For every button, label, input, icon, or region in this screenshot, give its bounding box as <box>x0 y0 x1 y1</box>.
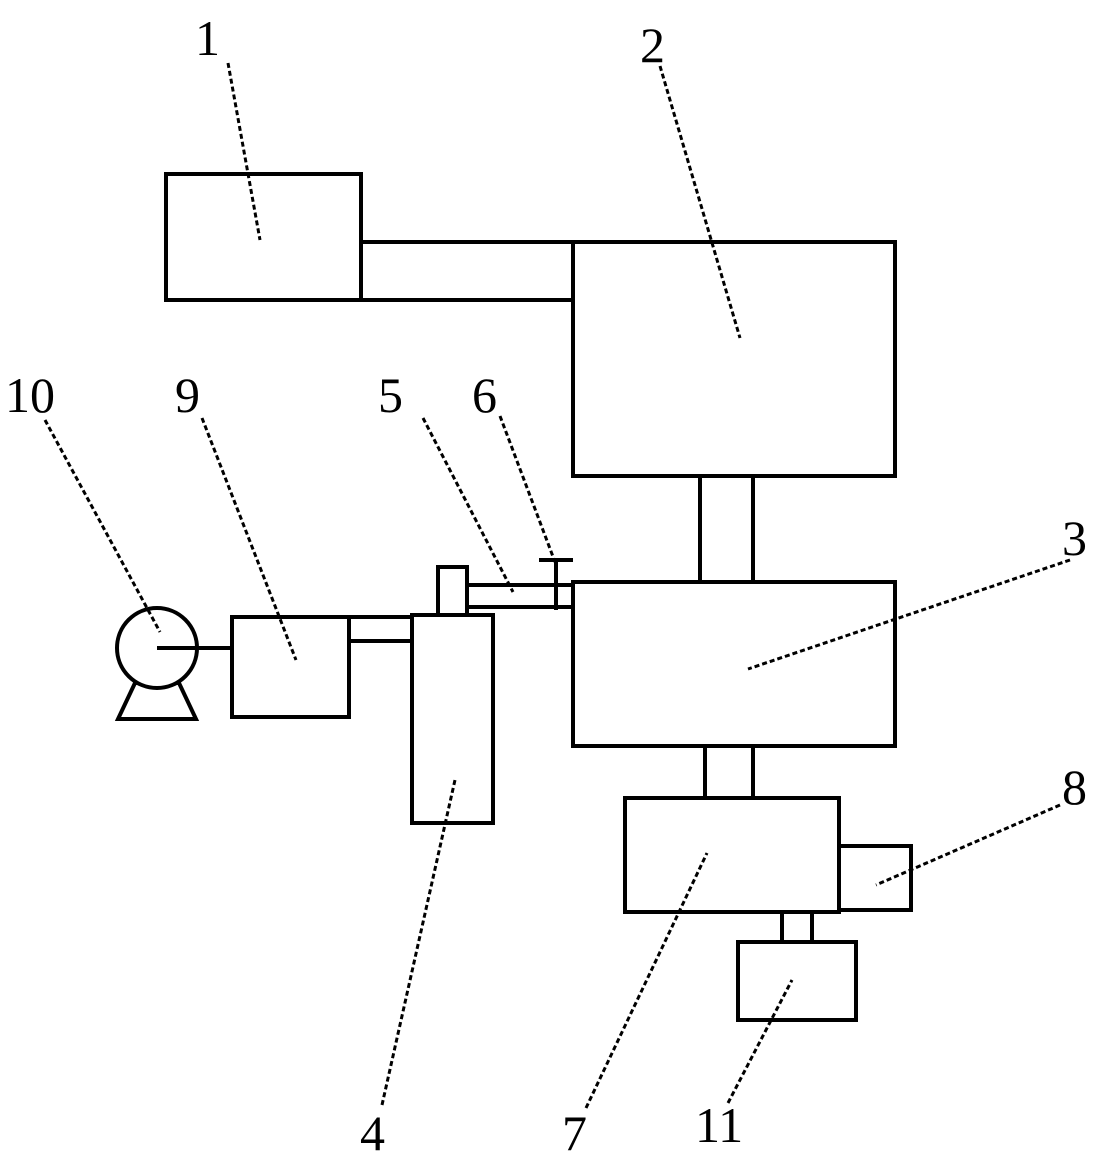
connector-3-7 <box>703 744 755 800</box>
leader-9 <box>200 417 298 661</box>
leader-6 <box>498 415 557 563</box>
leader-11 <box>726 979 794 1104</box>
label-2: 2 <box>640 17 665 73</box>
leader-4 <box>380 779 457 1106</box>
pipe-5 <box>465 583 575 609</box>
label-11: 11 <box>695 1097 743 1153</box>
leader-10 <box>43 419 162 633</box>
label-10: 10 <box>5 367 55 423</box>
component-9-box <box>230 615 351 719</box>
leader-2 <box>658 65 742 339</box>
component-11-box <box>736 940 858 1022</box>
leader-3 <box>747 558 1071 671</box>
component-8-box <box>837 844 913 912</box>
component-2-box <box>571 240 897 478</box>
component-3-box <box>571 580 897 748</box>
leader-1 <box>226 62 262 241</box>
label-4: 4 <box>360 1105 385 1158</box>
label-1: 1 <box>195 10 220 66</box>
label-5: 5 <box>378 367 403 423</box>
connector-1-2 <box>359 240 575 302</box>
leader-5 <box>421 417 515 593</box>
leader-8 <box>875 803 1061 887</box>
leader-7 <box>584 852 709 1109</box>
component-4-nozzle <box>436 565 469 617</box>
label-7: 7 <box>562 1105 587 1158</box>
connector-7-11 <box>780 910 814 944</box>
connector-2-3 <box>698 474 755 584</box>
connector-9-4 <box>347 615 414 643</box>
label-3: 3 <box>1062 510 1087 566</box>
component-7-box <box>623 796 841 914</box>
component-1-box <box>164 172 363 302</box>
label-6: 6 <box>472 367 497 423</box>
label-9: 9 <box>175 367 200 423</box>
label-8: 8 <box>1062 759 1087 815</box>
